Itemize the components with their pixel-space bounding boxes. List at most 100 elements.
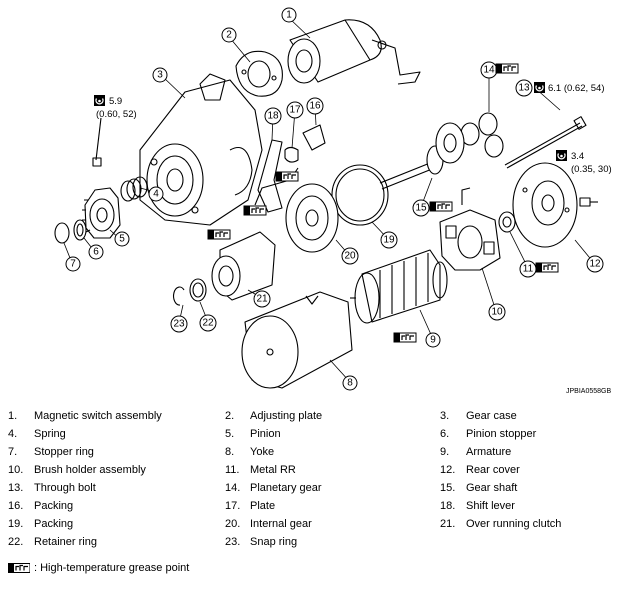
- legend-part-name: Gear case: [466, 410, 517, 422]
- legend-part-name: Pinion: [250, 428, 281, 440]
- legend-part-name: Magnetic switch assembly: [34, 410, 162, 422]
- callout-15: 15: [412, 199, 430, 217]
- legend-part-name: Gear shaft: [466, 482, 518, 494]
- legend-number: 7.: [8, 446, 18, 458]
- callout-14: 14: [480, 61, 498, 79]
- torque-spec-through-bolt: 6.1 (0.62, 54): [533, 81, 605, 94]
- internal-gear-drawing: [285, 183, 339, 253]
- rear-cover-drawing: [512, 162, 578, 248]
- svg-text:1: 1: [286, 10, 292, 21]
- grease-point-icon: [8, 563, 30, 573]
- grease-point-icon: [393, 332, 417, 343]
- grease-point-icon: [495, 63, 519, 74]
- callout-4: 4: [148, 186, 164, 202]
- legend-number: 4.: [8, 428, 18, 440]
- callout-2: 2: [221, 27, 237, 43]
- brush-holder-drawing: [439, 187, 501, 271]
- legend-part-name: Pinion stopper: [466, 428, 537, 440]
- legend-part-name: Packing: [34, 518, 74, 530]
- svg-text:20: 20: [344, 251, 356, 262]
- legend-part-name: Rear cover: [466, 464, 520, 476]
- svg-text:10: 10: [491, 307, 503, 318]
- grease-note: : High-temperature grease point: [8, 562, 189, 574]
- callout-1: 1: [281, 7, 297, 23]
- callout-22: 22: [199, 314, 217, 332]
- legend-number: 2.: [225, 410, 235, 422]
- grease-point-icon: [243, 205, 267, 216]
- legend-part-name: Armature: [466, 446, 512, 458]
- legend-part-name: Yoke: [250, 446, 275, 458]
- callout-10: 10: [488, 303, 506, 321]
- callout-8: 8: [342, 375, 358, 391]
- svg-text:4: 4: [153, 189, 159, 200]
- legend-number: 19.: [8, 518, 24, 530]
- legend-part-name: Retainer ring: [34, 536, 97, 548]
- svg-text:17: 17: [289, 105, 301, 116]
- callout-17: 17: [286, 101, 304, 119]
- legend-number: 13.: [8, 482, 24, 494]
- through-bolt-drawing: [504, 116, 587, 169]
- svg-text:9: 9: [430, 335, 436, 346]
- callout-5: 5: [114, 231, 130, 247]
- planetary-gear-drawing: [460, 112, 504, 158]
- legend-part-name: Packing: [34, 500, 74, 512]
- svg-text:23: 23: [173, 319, 185, 330]
- legend-number: 12.: [440, 464, 456, 476]
- legend-number: 16.: [8, 500, 24, 512]
- legend-number: 14.: [225, 482, 241, 494]
- gear-case-bolt-drawing: [92, 117, 102, 167]
- legend-number: 1.: [8, 410, 18, 422]
- gear-case-drawing: [139, 73, 263, 226]
- rear-cover-bolt-drawing: [579, 197, 598, 207]
- legend-part-name: Stopper ring: [34, 446, 94, 458]
- legend-number: 6.: [440, 428, 450, 440]
- legend-number: 10.: [8, 464, 24, 476]
- svg-text:21: 21: [256, 294, 268, 305]
- torque-spec-gear-case: 5.9 (0.60, 52): [93, 94, 137, 120]
- svg-text:8: 8: [347, 378, 353, 389]
- magnetic-switch-drawing: [287, 19, 421, 85]
- svg-text:14: 14: [483, 65, 495, 76]
- svg-text:5.9: 5.9: [109, 96, 122, 107]
- svg-text:3: 3: [157, 70, 163, 81]
- legend-number: 9.: [440, 446, 450, 458]
- legend-number: 11.: [225, 464, 240, 476]
- torque-wrench-icon: [555, 149, 568, 162]
- pinion-drawing: [82, 187, 121, 239]
- callout-3: 3: [152, 67, 168, 83]
- adjusting-plate-drawing: [235, 50, 283, 97]
- grease-point-icon: [429, 201, 453, 212]
- callout-6: 6: [88, 244, 104, 260]
- yoke-drawing: [241, 291, 353, 389]
- grease-point-icon: [535, 262, 559, 273]
- legend-part-name: Plate: [250, 500, 276, 512]
- callout-13: 13: [515, 79, 533, 97]
- legend-number: 17.: [225, 500, 241, 512]
- legend-number: 3.: [440, 410, 450, 422]
- callout-9: 9: [425, 332, 441, 348]
- legend-number: 15.: [440, 482, 456, 494]
- svg-text:11: 11: [523, 264, 534, 275]
- svg-text:3.4: 3.4: [571, 151, 584, 162]
- svg-text:12: 12: [589, 259, 601, 270]
- torque-spec-rear-cover: 3.4 (0.35, 30): [555, 149, 612, 175]
- grease-point-icon: [207, 229, 231, 240]
- stopper-ring-drawing: [54, 222, 70, 244]
- metal-rr-drawing: [498, 211, 516, 233]
- callout-20: 20: [341, 247, 359, 265]
- callout-7: 7: [65, 256, 81, 272]
- legend-part-name: Spring: [34, 428, 66, 440]
- plate-drawing: [284, 146, 299, 163]
- callout-21: 21: [253, 290, 271, 308]
- snap-ring-drawing: [172, 286, 185, 306]
- packing-19-drawing: [331, 164, 389, 226]
- legend-number: 18.: [440, 500, 456, 512]
- legend-number: 23.: [225, 536, 241, 548]
- legend-part-name: Planetary gear: [250, 482, 322, 494]
- svg-text:22: 22: [202, 318, 214, 329]
- svg-text:5: 5: [119, 234, 125, 245]
- retainer-ring-drawing: [189, 278, 207, 302]
- legend-part-name: Internal gear: [250, 518, 312, 530]
- legend-part-name: Shift lever: [466, 500, 515, 512]
- svg-text:(0.35, 30): (0.35, 30): [571, 164, 612, 175]
